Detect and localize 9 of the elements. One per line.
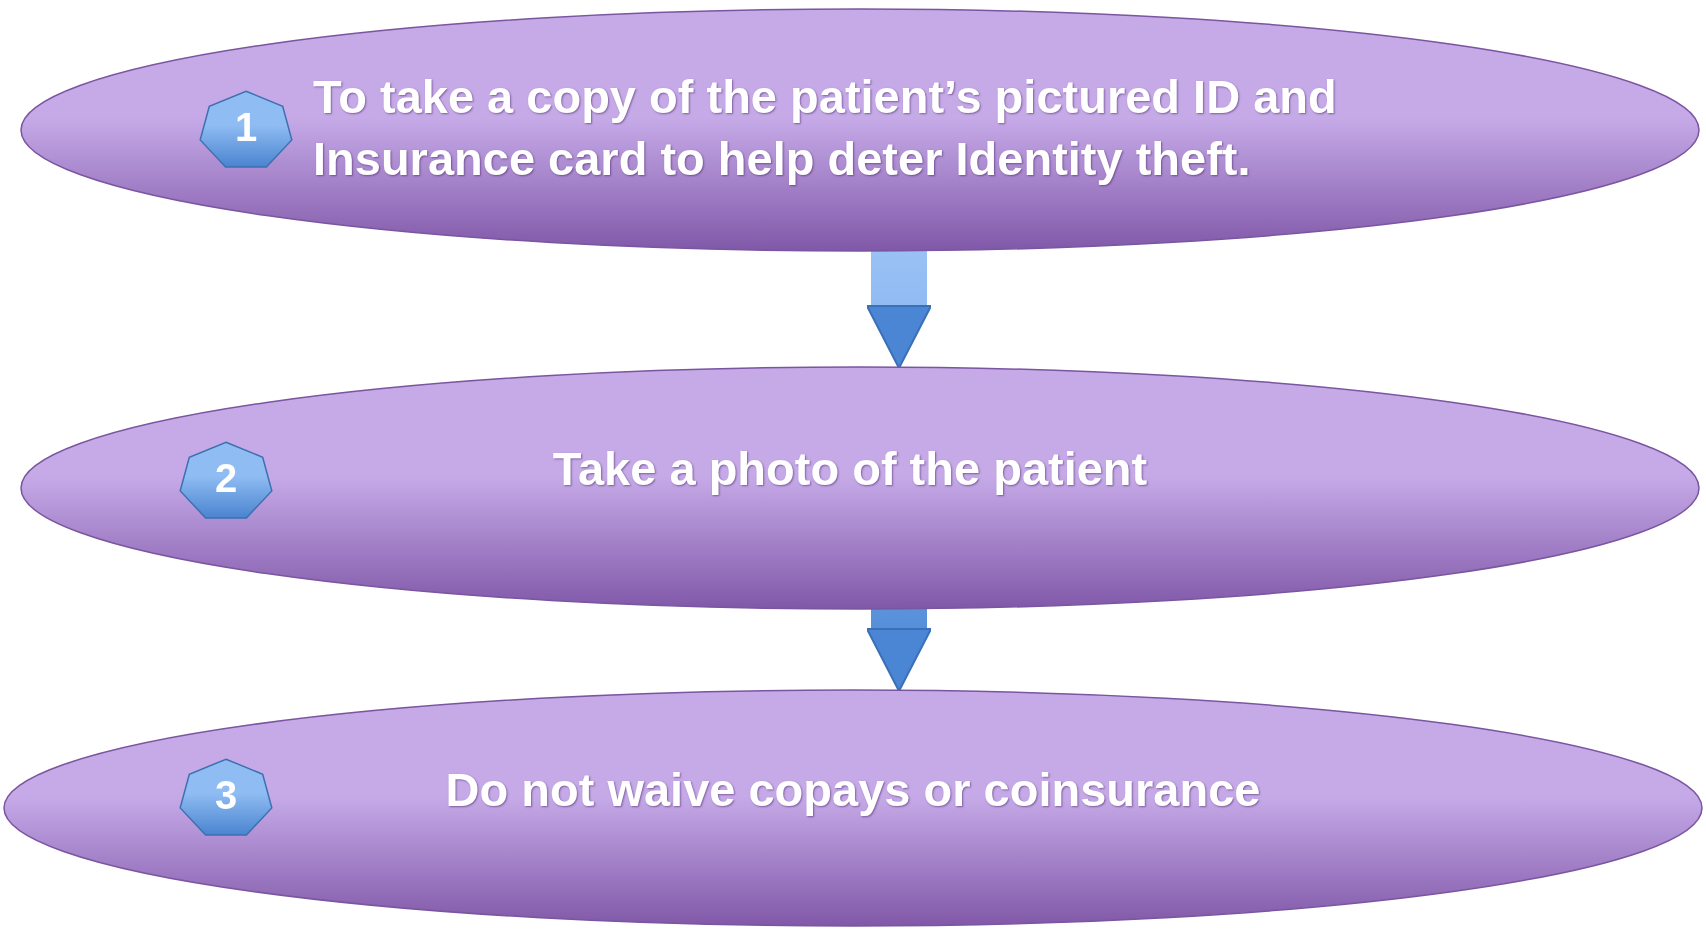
step-number: 2 bbox=[214, 455, 238, 501]
step-ellipse bbox=[20, 8, 1700, 252]
step-number: 1 bbox=[234, 104, 258, 150]
step-text: Do not waive copays or coinsurance bbox=[444, 762, 1262, 818]
step-ellipse bbox=[3, 689, 1703, 927]
step-number: 3 bbox=[214, 772, 238, 818]
step-text: To take a copy of the patient’s pictured ID and Insurance card to help deter Identity theft. bbox=[313, 69, 1338, 187]
step-ellipse bbox=[20, 366, 1700, 610]
step-text: Take a photo of the patient bbox=[551, 441, 1149, 497]
